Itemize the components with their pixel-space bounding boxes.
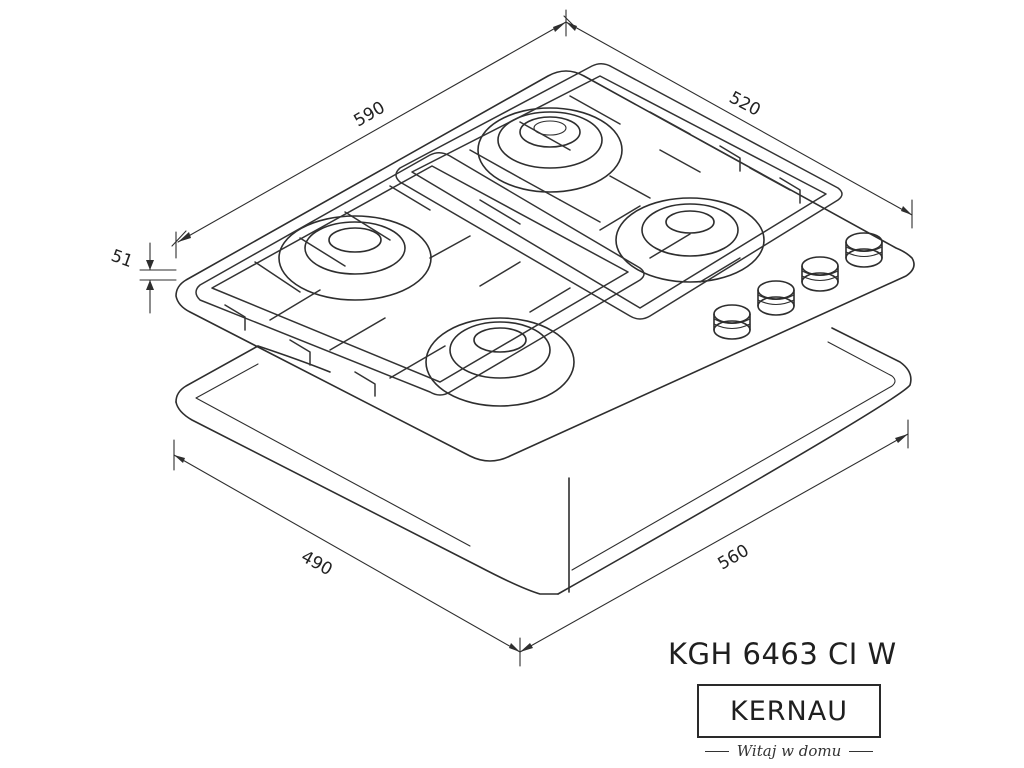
pan-support-right <box>395 63 843 320</box>
dim-520-label: 520 <box>726 88 764 121</box>
knob-2 <box>757 280 795 316</box>
dimension-520: 520 <box>565 21 913 229</box>
dimension-51: 51 <box>108 242 177 314</box>
model-number: KGH 6463 CI W <box>668 637 897 671</box>
knob-4 <box>845 232 883 268</box>
dim-560-label: 560 <box>715 541 753 575</box>
dimension-590: 590 <box>171 9 575 259</box>
knob-3 <box>801 256 839 292</box>
dim-51-label: 51 <box>108 246 135 272</box>
burner-left <box>278 215 432 301</box>
brand-name: KERNAU <box>730 695 848 727</box>
knob-1 <box>713 304 751 340</box>
hob-housing <box>175 327 912 595</box>
pan-support-left <box>195 152 645 397</box>
burner-front <box>425 317 575 407</box>
tagline-dash-left <box>704 750 729 752</box>
dimension-490: 490 <box>173 439 521 667</box>
burner-right <box>615 197 765 283</box>
brand-tagline: Witaj w domu <box>697 742 881 760</box>
dim-490-label: 490 <box>298 547 336 580</box>
brand-logo: KERNAU <box>697 684 881 738</box>
burner-rear <box>477 107 623 193</box>
tagline-dash-right <box>849 750 874 752</box>
dimension-560: 560 <box>519 419 909 653</box>
tagline-text: Witaj w domu <box>736 742 842 760</box>
hob-top-plate <box>175 70 915 462</box>
